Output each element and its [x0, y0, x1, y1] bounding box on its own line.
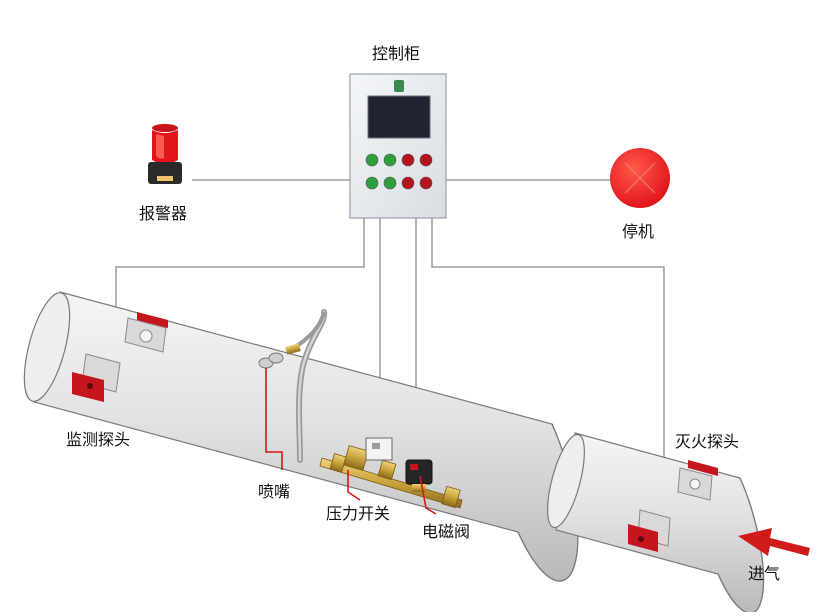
- indicator-light: [419, 176, 433, 190]
- extinguish-probe-bottom: [628, 509, 671, 552]
- leader-nozzle: [265, 368, 283, 470]
- alarm-beacon: [148, 124, 182, 184]
- label-pressure-switch: 压力开关: [326, 504, 391, 523]
- cabinet-screen: [367, 95, 431, 139]
- valve-assembly: [319, 445, 463, 509]
- leader-pressure-switch: [347, 470, 361, 501]
- indicator-light: [383, 176, 397, 190]
- leader-solenoid-valve: [419, 475, 437, 515]
- control-cabinet: [349, 73, 447, 219]
- solenoid-valve-device: [405, 459, 433, 492]
- indicator-light: [365, 153, 379, 167]
- extinguish-probe-top: [677, 460, 718, 501]
- indicator-light: [383, 153, 397, 167]
- wire-monitor-probe: [115, 218, 365, 336]
- label-control-cabinet: 控制柜: [372, 44, 421, 63]
- label-nozzle: 喷嘴: [258, 482, 291, 501]
- indicator-light: [401, 153, 415, 167]
- pressure-switch-device: [365, 437, 393, 461]
- air-inlet-arrow: [738, 528, 810, 556]
- label-shutdown: 停机: [622, 222, 655, 241]
- nozzle-hose: [285, 309, 328, 463]
- leader-lines: [265, 368, 437, 515]
- label-alarm: 报警器: [139, 204, 188, 223]
- label-extinguish-probe: 灭火探头: [675, 432, 740, 451]
- monitor-probe-bottom: [72, 353, 121, 402]
- label-solenoid-valve: 电磁阀: [422, 522, 471, 541]
- indicator-light: [365, 176, 379, 190]
- wire-extinguish-probe: [431, 218, 665, 460]
- label-monitor-probe: 监测探头: [66, 430, 131, 449]
- cabinet-indicator-lights: [365, 153, 433, 190]
- label-air-inlet: 进气: [748, 564, 781, 583]
- monitor-probe-top: [124, 312, 168, 353]
- signal-wires: [115, 179, 665, 462]
- shutdown-indicator: [610, 148, 670, 208]
- indicator-light: [419, 153, 433, 167]
- indicator-light: [401, 176, 415, 190]
